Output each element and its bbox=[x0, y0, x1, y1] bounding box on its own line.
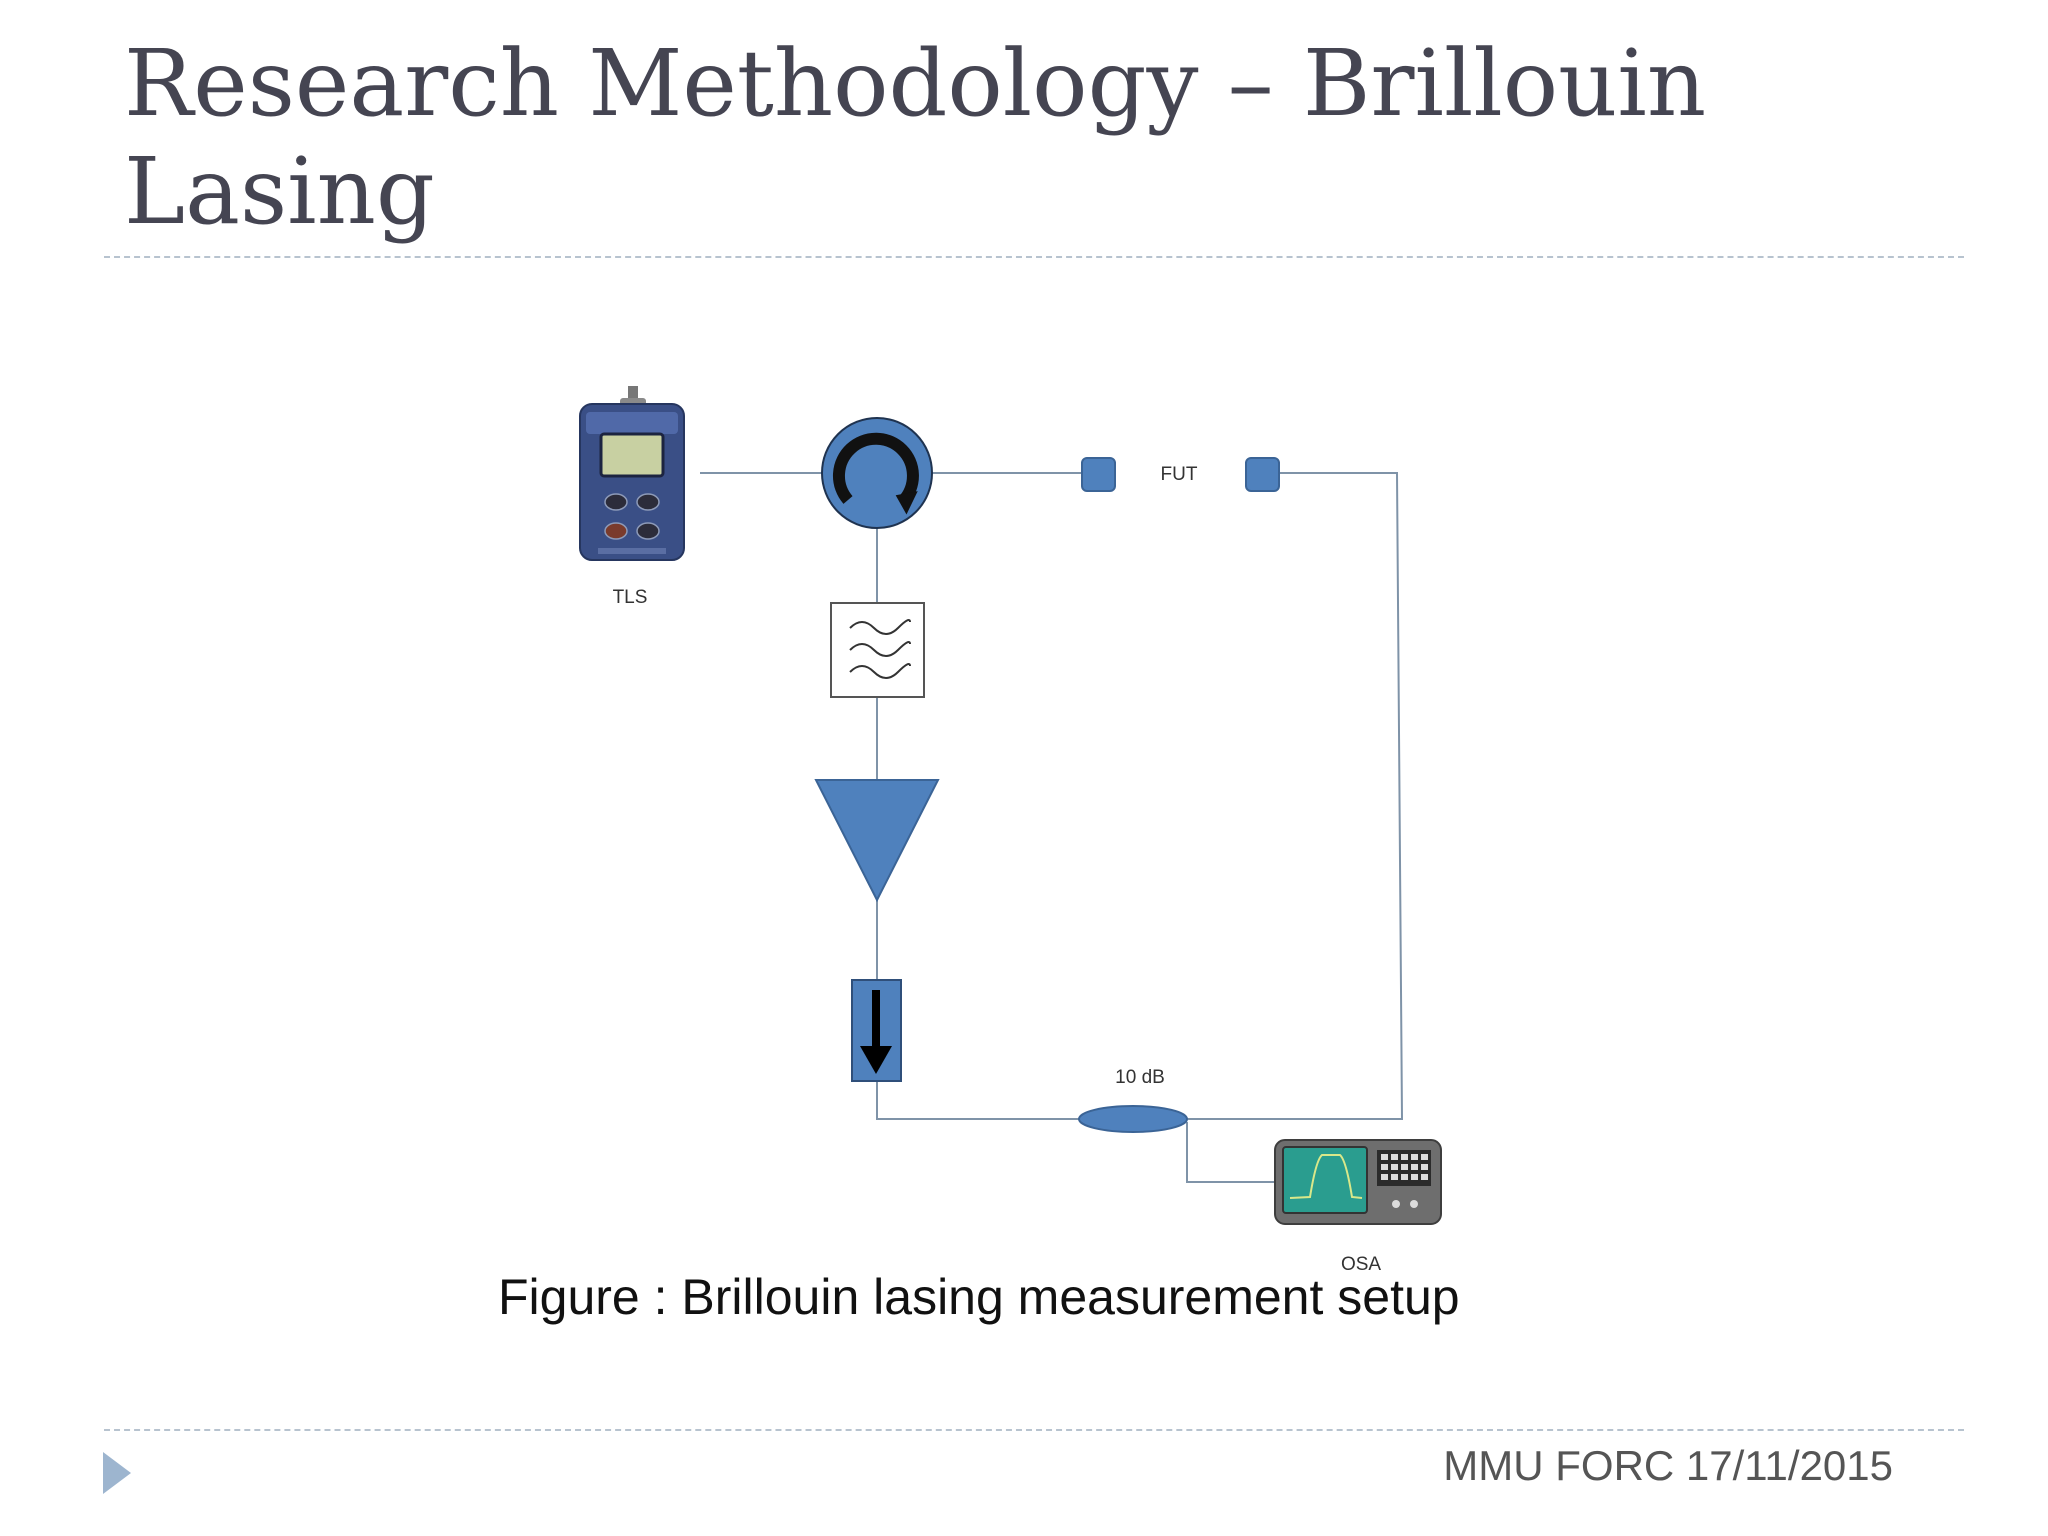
fut-connector-right bbox=[1245, 457, 1280, 492]
fut-connector-left bbox=[1081, 457, 1116, 492]
label-osa: OSA bbox=[1341, 1254, 1381, 1275]
label-coupler: 10 dB bbox=[1115, 1067, 1165, 1088]
coupler-ellipse-icon bbox=[1078, 1105, 1188, 1133]
isolator-arrow-icon bbox=[851, 979, 902, 1082]
circulator-icon bbox=[821, 417, 933, 529]
slide-title-line-1: Research Methodology – Brillouin bbox=[124, 30, 1707, 137]
slide-title-line-2: Lasing bbox=[124, 138, 435, 245]
line-isolator-coupler bbox=[876, 1081, 1079, 1120]
footer-text: MMU FORC 17/11/2015 bbox=[1443, 1442, 1893, 1489]
next-slide-arrow-icon[interactable] bbox=[103, 1452, 131, 1494]
tls-display bbox=[599, 432, 665, 478]
label-fut: FUT bbox=[1161, 464, 1198, 485]
slide-title: Research Methodology – Brillouin Lasing bbox=[124, 30, 1824, 246]
line-coupler-osa bbox=[1186, 1122, 1275, 1183]
fiber-connections bbox=[700, 472, 1404, 1183]
label-tls: TLS bbox=[613, 587, 648, 608]
amplifier-triangle-icon bbox=[814, 779, 940, 903]
tls-connector bbox=[628, 386, 638, 406]
title-divider bbox=[104, 256, 1964, 258]
line-fut-coupler bbox=[1186, 472, 1404, 1120]
handheld-laser-source-icon bbox=[579, 386, 685, 561]
figure-caption: Figure : Brillouin lasing measurement se… bbox=[498, 1269, 1460, 1325]
osa-screen bbox=[1282, 1146, 1368, 1214]
optical-spectrum-analyzer-icon bbox=[1274, 1139, 1442, 1225]
footer-divider bbox=[104, 1429, 1964, 1431]
bandpass-filter-icon bbox=[830, 602, 925, 698]
